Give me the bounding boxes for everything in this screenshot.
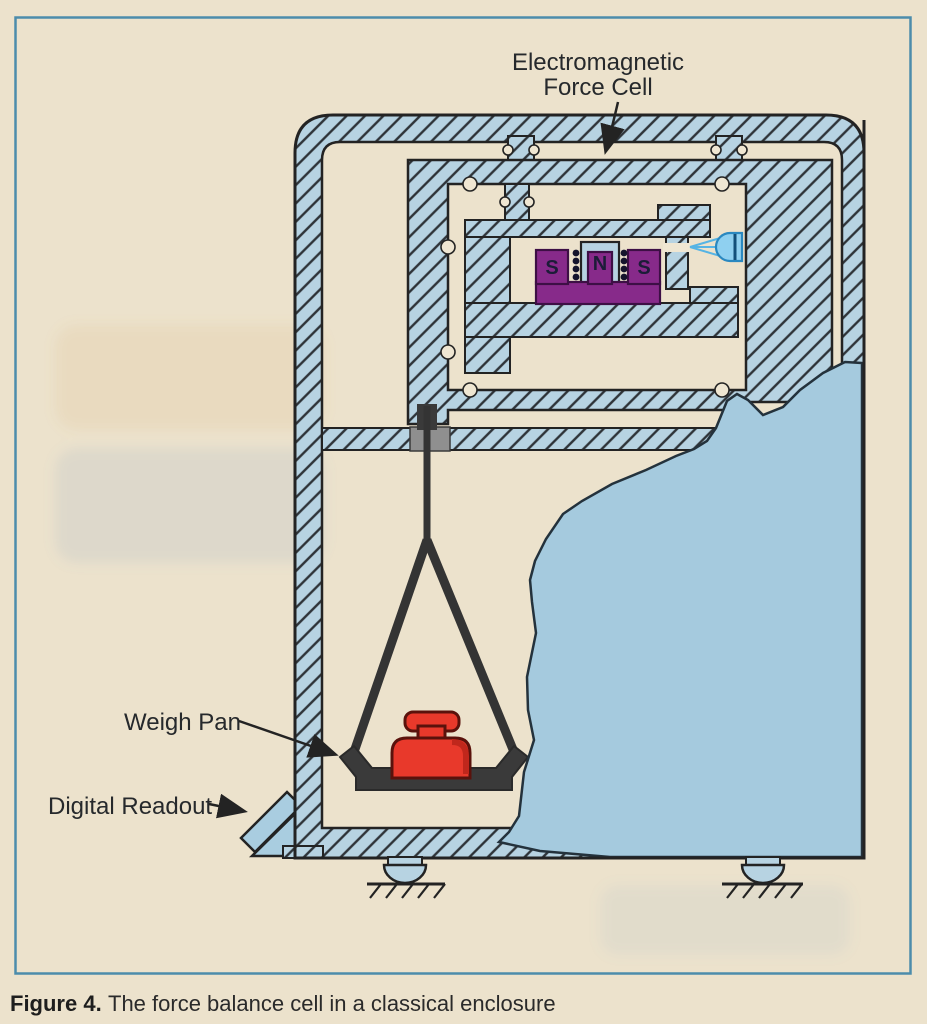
digital-readout-arrow <box>208 793 248 819</box>
figure-caption: Figure 4. The force balance cell in a cl… <box>10 991 556 1016</box>
inner-frame-bottom-beam <box>464 302 739 338</box>
caption-label: Figure 4. <box>10 991 102 1016</box>
label-force-cell-line1: Electromagnetic <box>512 49 684 76</box>
caption-text: The force balance cell in a classical en… <box>108 991 556 1016</box>
cell-inner-frame <box>464 183 739 374</box>
bleed-through-ghost <box>55 325 850 955</box>
vane-slit <box>663 243 690 252</box>
magnet-pole-right <box>626 248 662 286</box>
magnet-assembly: S N S <box>534 240 662 306</box>
enclosure-inner-outline <box>320 140 844 830</box>
pole-label-s-right: S <box>637 257 650 279</box>
weigh-pan-arrow <box>238 719 339 758</box>
label-weigh-pan: Weigh Pan <box>124 709 241 736</box>
weigh-pan-hanger <box>338 404 530 791</box>
pole-label-s-left: S <box>545 257 558 279</box>
enclosure-edge-overlay <box>295 120 866 860</box>
flexure-notches <box>440 144 748 398</box>
magnet-pole-center <box>586 250 614 286</box>
coil-winding-dots <box>572 249 628 281</box>
label-force-cell-line2: Force Cell <box>543 74 652 101</box>
force-cell-arrow <box>600 101 625 155</box>
callouts: Electromagnetic Force Cell Weigh Pan Dig… <box>48 49 684 820</box>
stirrup-left-leg <box>349 538 432 754</box>
cutaway-torn-region <box>496 360 864 859</box>
figure-border-frame <box>14 16 912 975</box>
ground-hatches <box>369 883 446 899</box>
weight-body <box>390 736 472 780</box>
calibration-weight <box>390 710 472 780</box>
foot-right <box>722 856 803 899</box>
magnet-yoke <box>534 280 662 306</box>
enclosure-base-lip <box>282 845 324 859</box>
inner-frame-top-beam <box>464 219 711 238</box>
optical-sensor <box>663 231 744 263</box>
foot-left <box>367 856 446 899</box>
magnet-pole-left <box>534 248 570 286</box>
pole-label-n: N <box>593 253 607 275</box>
weight-shading <box>451 739 469 774</box>
lamp <box>714 231 744 263</box>
label-digital-readout: Digital Readout <box>48 793 212 820</box>
stirrup-right-leg <box>422 538 519 754</box>
ground-hatches <box>726 883 803 899</box>
